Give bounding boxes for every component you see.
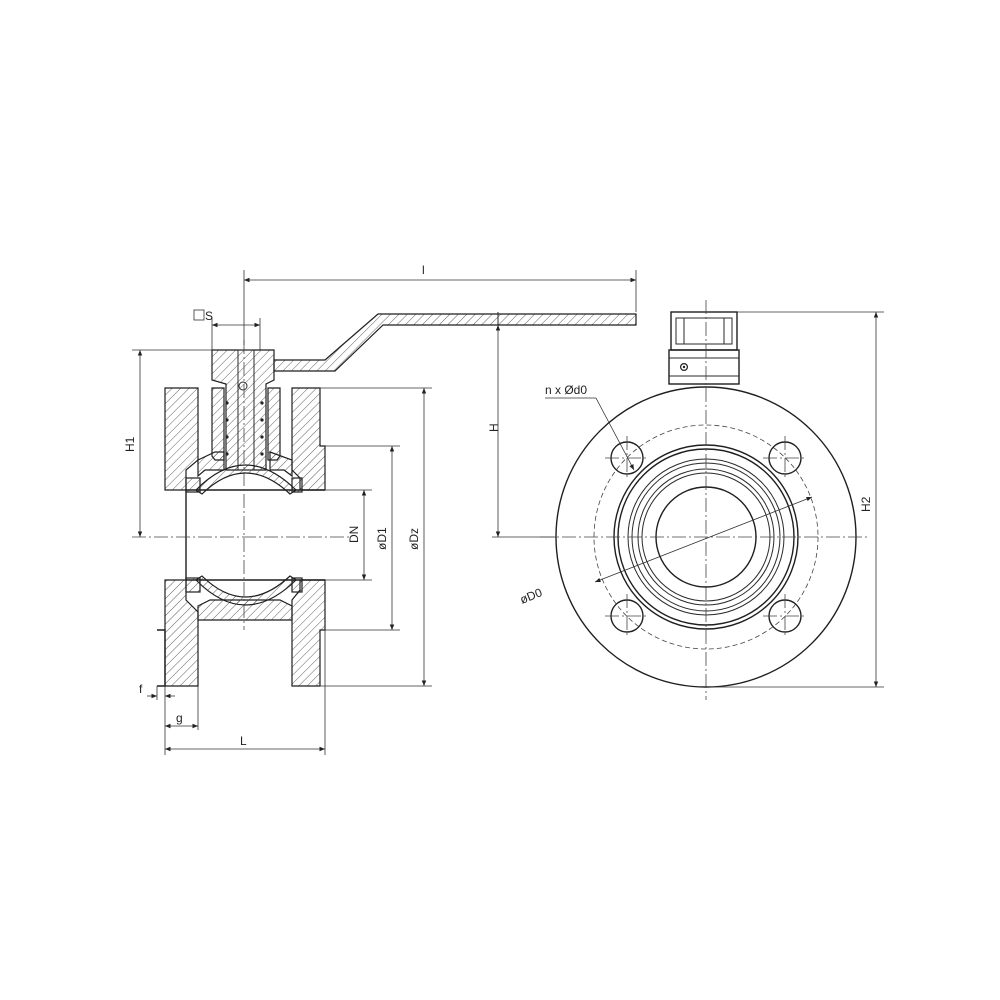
stem-head: [668, 311, 740, 385]
seat-bottom-right: [291, 577, 303, 593]
seat-bottom-left: [185, 577, 201, 593]
right-flange-lower: [291, 579, 326, 687]
length-l-label: L: [240, 734, 247, 748]
dn-label: DN: [347, 526, 361, 543]
d1-label: øD1: [375, 527, 389, 550]
stem-housing-left: [211, 387, 225, 461]
packing-dots: [225, 401, 264, 456]
dz-label: øDz: [407, 528, 421, 550]
lever-length-label: l: [422, 263, 425, 277]
seat-top-right: [291, 477, 303, 493]
bolt-holes-label: n x Ød0: [545, 383, 587, 397]
front-dimensions: H2 n x Ød0 øD0: [518, 311, 884, 688]
section-dimensions: l S H1 DN øD1 øDz f: [123, 263, 637, 755]
height-h1-label: H1: [123, 436, 137, 452]
face-g-label: g: [176, 711, 183, 725]
height-h2-label: H2: [859, 496, 873, 512]
left-face-step: [157, 629, 166, 687]
bolt-holes: [605, 436, 807, 638]
left-flange-lower: [164, 579, 199, 687]
height-h-label: H: [487, 423, 501, 432]
front-view: [540, 300, 870, 700]
left-flange: [164, 387, 199, 491]
square-size-label: S: [205, 309, 213, 323]
bolt-circle-label: øD0: [518, 585, 545, 607]
square-icon: [193, 309, 205, 321]
right-flange: [291, 387, 326, 491]
stem-pin: [238, 381, 248, 391]
stem-housing-right: [267, 387, 281, 461]
handle-lever: [273, 313, 637, 372]
face-f-label: f: [139, 682, 143, 696]
seat-top-left: [185, 477, 201, 493]
body-bottom: [197, 599, 293, 621]
